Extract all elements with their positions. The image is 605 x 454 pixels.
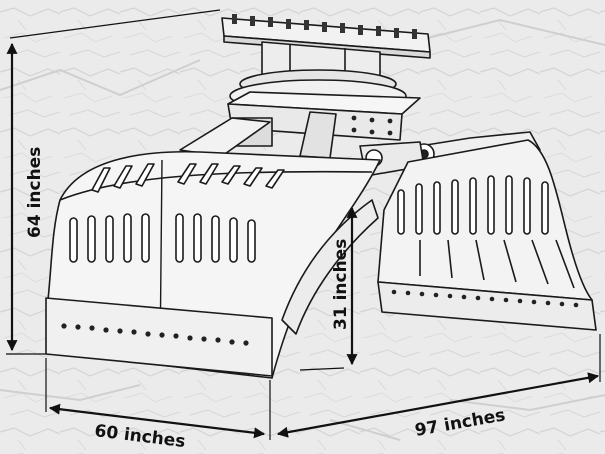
height-label: 64 inches: [25, 147, 45, 238]
jaw-height-extension: [299, 367, 345, 371]
height-extension-top: [9, 9, 221, 39]
width-dimension-line: [48, 403, 266, 439]
grapple-drawing: [45, 14, 597, 379]
head-block: [179, 91, 421, 159]
right-jaw: [377, 139, 597, 331]
dimension-lines: [6, 9, 601, 440]
rock-texture: [0, 18, 605, 441]
length-dimension-line: [276, 372, 600, 438]
jaw-height-label: 31 inches: [331, 239, 351, 330]
left-jaw: [45, 150, 381, 379]
